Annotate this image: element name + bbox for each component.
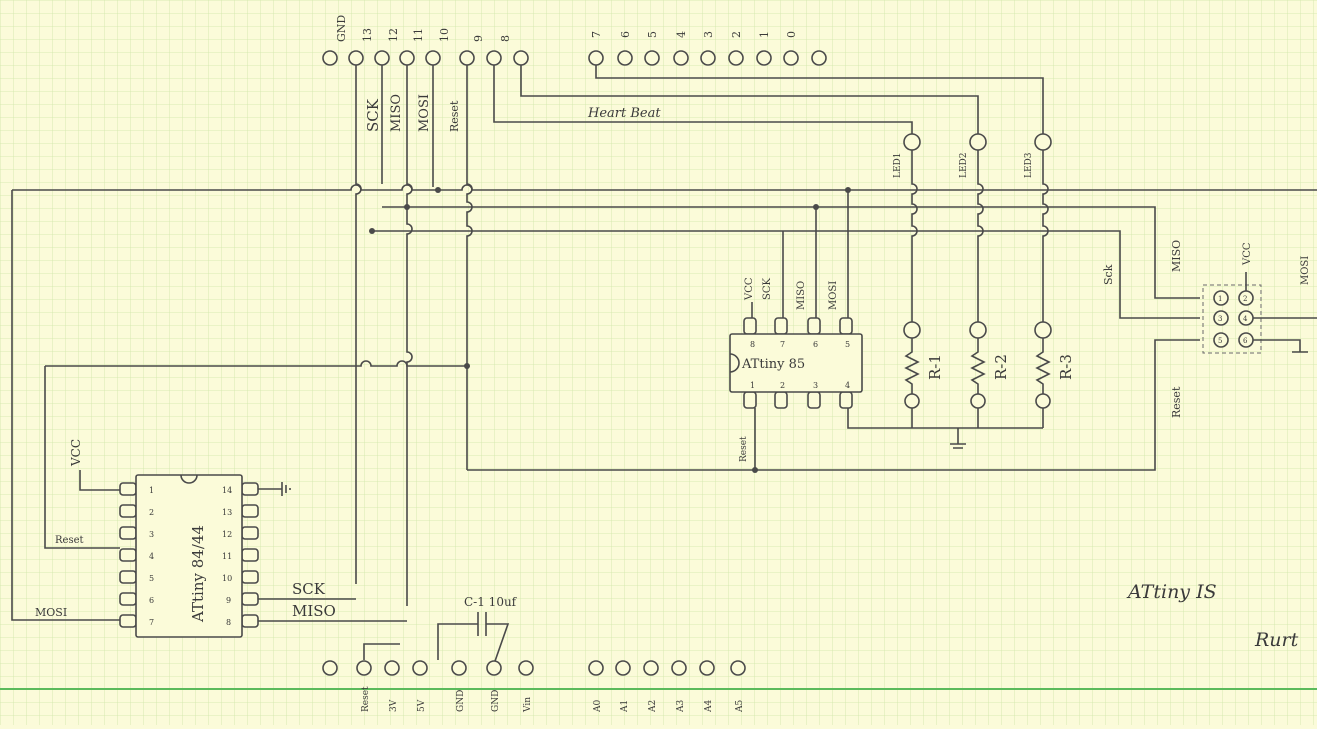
attiny85-vcc: VCC: [744, 277, 755, 301]
isp-reset: Reset: [1170, 386, 1183, 418]
attiny84-label: ATtiny 84/44: [189, 525, 207, 623]
dlabel-5: 5: [646, 31, 659, 38]
attiny84-pin3: 3: [149, 530, 154, 539]
dlabel-1: 1: [758, 31, 771, 38]
label-reset: Reset: [448, 100, 461, 132]
attiny84-pin7: 7: [149, 618, 154, 627]
plabel-3v: 3V: [389, 699, 399, 712]
dlabel-11: 11: [412, 28, 425, 42]
attiny84-pin12: 12: [222, 530, 232, 539]
attiny84-mosi: MOSI: [35, 606, 67, 619]
attiny84-sck: SCK: [292, 580, 326, 598]
plabel-gnd1: GND: [456, 690, 466, 712]
attiny85-pin2: 2: [780, 381, 785, 390]
attiny85-mosi: MOSI: [828, 281, 839, 310]
dlabel-9: 9: [472, 35, 485, 42]
attiny84-pin10: 10: [222, 574, 232, 583]
capacitor-label: C-1 10uf: [464, 595, 518, 609]
alabel-a4: A4: [704, 700, 714, 713]
attiny84-pin6: 6: [149, 596, 154, 605]
bottom-header: Reset 3V 5V GND GND Vin A0 A1 A2 A3 A4 A…: [322, 643, 746, 713]
isp-pin5: 5: [1218, 337, 1222, 345]
isp-mosi: MOSI: [1300, 256, 1311, 285]
resistor-r1: R-1: [926, 354, 944, 380]
attiny85-pin6: 6: [813, 340, 818, 349]
alabel-a5: A5: [735, 700, 745, 713]
isp-pin6: 6: [1243, 337, 1248, 345]
capacitor: C-1 10uf: [437, 595, 518, 665]
attiny85-miso: MISO: [796, 281, 807, 310]
dlabel-13: 13: [361, 28, 374, 42]
dlabel-gnd: GND: [335, 15, 348, 42]
led3: [1034, 133, 1052, 151]
dlabel-10: 10: [438, 28, 451, 42]
resistors: R-1 R-2 R-3: [903, 321, 1075, 428]
attiny84-pin8: 8: [226, 618, 231, 627]
led2-label: LED2: [959, 153, 969, 179]
isp-pin2: 2: [1243, 295, 1247, 303]
heartbeat-label: Heart Beat: [587, 106, 661, 121]
attiny84-pin5: 5: [149, 574, 154, 583]
isp-pin4: 4: [1243, 315, 1248, 323]
alabel-a2: A2: [648, 700, 658, 713]
attiny84-pin4: 4: [149, 552, 154, 561]
alabel-a0: A0: [593, 700, 603, 713]
dlabel-3: 3: [702, 31, 715, 38]
alabel-a1: A1: [620, 700, 630, 713]
isp-header: 1 2 3 4 5 6 MISO VCC MOSI Sck Reset: [1102, 240, 1317, 418]
isp-pin1: 1: [1218, 295, 1222, 303]
resistor-r3: R-3: [1057, 354, 1075, 380]
isp-miso: MISO: [1170, 240, 1183, 272]
digital-header: GND 13 12 11 10 9 8 7 6 5 4 3 2 1 0 SCK …: [322, 15, 827, 132]
led3-label: LED3: [1024, 152, 1034, 178]
alabel-a3: A3: [676, 700, 686, 713]
isp-pin3: 3: [1218, 315, 1222, 323]
attiny84-pin14: 14: [222, 486, 232, 495]
led2: [969, 133, 987, 151]
attiny85-pin3: 3: [813, 381, 818, 390]
dlabel-8: 8: [499, 35, 512, 42]
title-line2: Rurt: [1254, 629, 1299, 651]
isp-vcc: VCC: [1242, 242, 1253, 266]
attiny84-miso: MISO: [292, 602, 336, 620]
attiny84-pin13: 13: [222, 508, 232, 517]
attiny84-pin9: 9: [226, 596, 231, 605]
title-block: ATtiny IS Rurt: [1126, 581, 1299, 651]
dlabel-12: 12: [387, 28, 400, 42]
title-line1: ATtiny IS: [1126, 581, 1217, 603]
attiny85-pin7: 7: [780, 340, 785, 349]
attiny85-pin8: 8: [750, 340, 755, 349]
plabel-vin: Vin: [523, 697, 533, 713]
dlabel-7: 7: [590, 31, 603, 38]
attiny85-sck: SCK: [762, 277, 773, 300]
attiny84-pin1: 1: [149, 486, 154, 495]
attiny85-pin4: 4: [845, 381, 850, 390]
attiny85-chip: ATtiny 85 8 7 6 5 1 2 3 4 VCC SCK MISO M…: [729, 277, 863, 462]
led1-label: LED1: [893, 153, 903, 179]
attiny84-pin2: 2: [149, 508, 154, 517]
resistor-r2: R-2: [992, 354, 1010, 380]
attiny85-pin1: 1: [750, 381, 755, 390]
attiny84-reset: Reset: [55, 535, 84, 546]
plabel-reset: Reset: [361, 686, 371, 712]
plabel-5v: 5V: [417, 699, 427, 712]
label-mosi: MOSI: [417, 94, 432, 132]
attiny84-vcc: VCC: [69, 439, 83, 467]
label-sck: SCK: [364, 98, 382, 132]
dlabel-0: 0: [785, 31, 798, 38]
attiny84-chip: VCC ATtiny 84/44 1 2 3 4 5 6 7 14 13 12 …: [35, 439, 407, 638]
attiny85-reset-label: Reset: [739, 436, 749, 462]
label-miso: MISO: [389, 94, 404, 132]
dlabel-4: 4: [675, 31, 688, 38]
led1: [903, 133, 921, 151]
dlabel-2: 2: [730, 31, 743, 38]
attiny85-label: ATtiny 85: [741, 357, 805, 372]
attiny84-pin11: 11: [222, 552, 232, 561]
plabel-gnd2: GND: [491, 690, 501, 712]
dlabel-6: 6: [619, 31, 632, 38]
isp-sck: Sck: [1102, 264, 1115, 285]
attiny85-pin5: 5: [845, 340, 850, 349]
